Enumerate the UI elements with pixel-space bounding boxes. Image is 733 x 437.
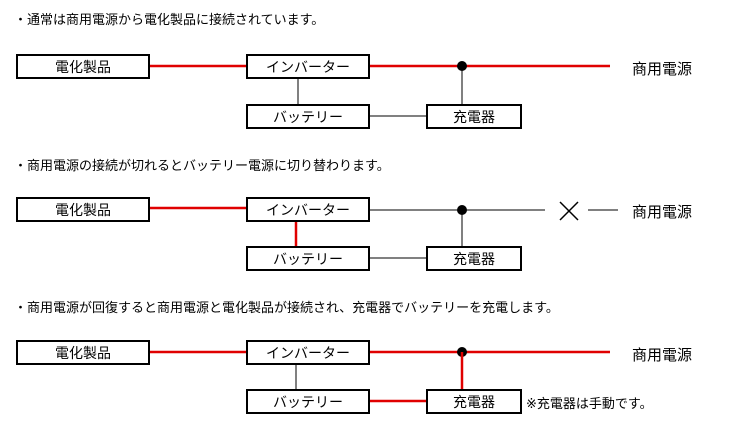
p3-grid-label: 商用電源 [632,346,693,364]
p3-battery-box: バッテリー [246,389,370,414]
p2-appliance-box: 電化製品 [16,197,150,222]
p2-battery-box: バッテリー [246,246,370,271]
p2-grid-label: 商用電源 [632,203,693,221]
p2-inverter-box: インバーター [246,197,370,222]
panel-1-caption: ・通常は商用電源から電化製品に接続されています。 [14,13,325,28]
p1-charger-box: 充電器 [426,104,522,129]
p2-break-x-line-b [559,201,579,221]
p2-charger-box: 充電器 [426,246,522,271]
p3-appliance-box: 電化製品 [16,340,150,365]
panel-3-caption: ・商用電源が回復すると商用電源と電化製品が接続され、充電器でバッテリーを充電しま… [14,301,559,316]
panel-2-caption: ・商用電源の接続が切れるとバッテリー電源に切り替わります。 [14,159,390,174]
p1-inverter-box: インバーター [246,54,370,79]
p3-charger-note: ※充電器は手動です。 [526,397,653,412]
p1-appliance-box: 電化製品 [16,54,150,79]
p3-inverter-box: インバーター [246,340,370,365]
p3-charger-box: 充電器 [426,389,522,414]
p1-battery-box: バッテリー [246,104,370,129]
p1-grid-label: 商用電源 [632,60,693,78]
